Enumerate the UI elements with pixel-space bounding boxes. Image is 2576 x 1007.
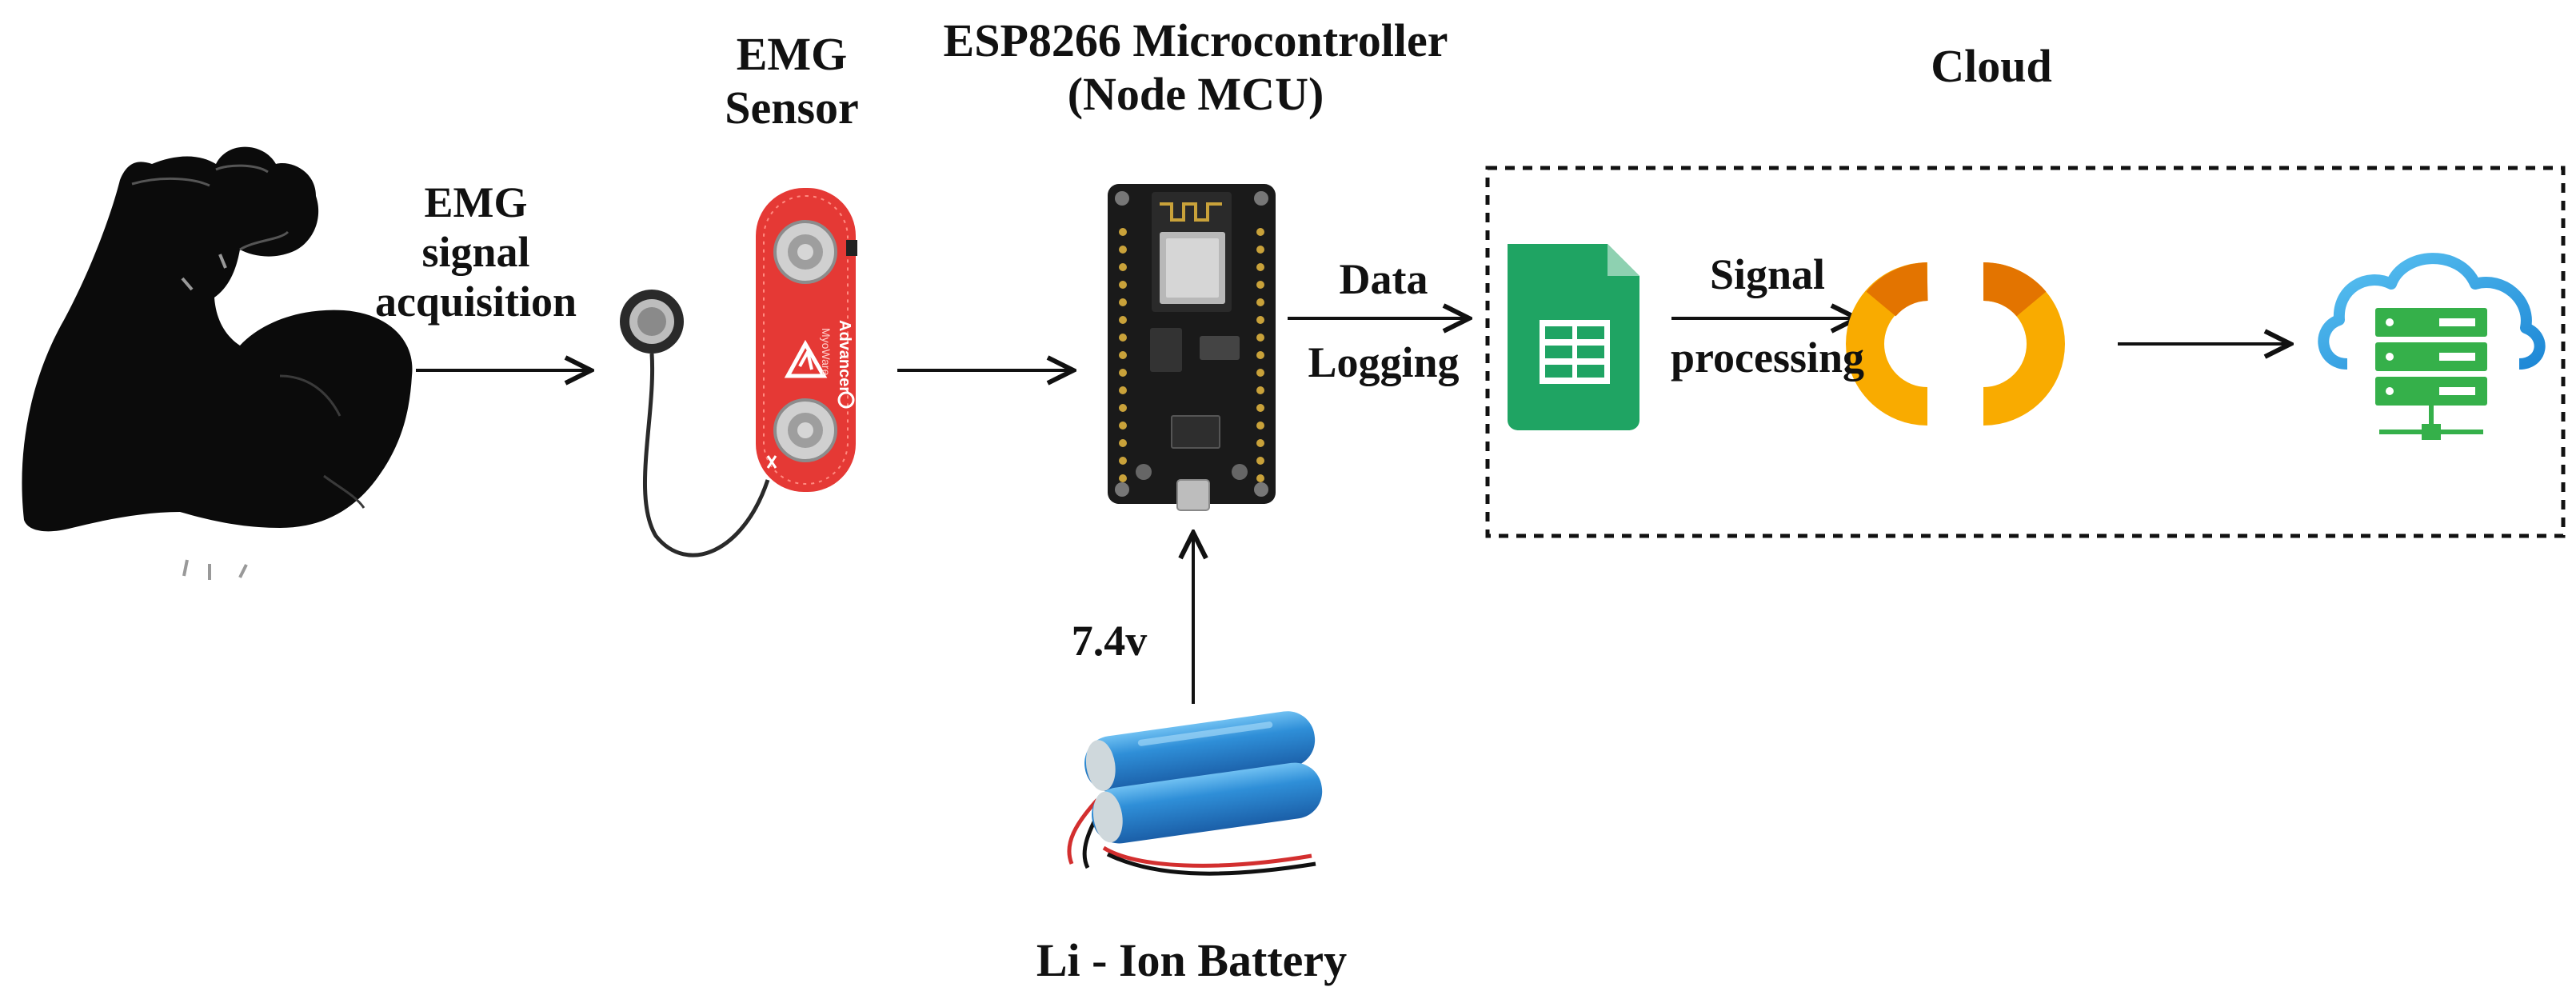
data-logging-label: Data Logging <box>1288 254 1480 387</box>
signal-processing-label-line1: Signal <box>1709 250 1826 298</box>
emg-sensor-title-line2: Sensor <box>725 81 859 134</box>
colab-icon <box>1846 262 2065 426</box>
voltage-label: 7.4v <box>1071 617 1148 665</box>
nodemcu-board-icon <box>1108 184 1276 511</box>
acquisition-label: EMG signal acquisition <box>356 178 596 326</box>
emg-sensor-title: EMG Sensor <box>704 28 880 134</box>
microcontroller-title-line2: (Node MCU) <box>1067 67 1324 120</box>
signal-processing-label: Signal processing <box>1655 250 1879 382</box>
acquisition-label-line3: acquisition <box>374 278 577 326</box>
emg-sensor-title-line1: EMG <box>736 28 848 80</box>
flexed-arm-icon <box>22 146 413 580</box>
cloud-title: Cloud <box>1931 40 2052 92</box>
li-ion-battery-icon <box>1067 711 1323 876</box>
signal-processing-label-line2: processing <box>1670 334 1865 382</box>
cloud-server-icon <box>2318 253 2546 440</box>
data-logging-label-line1: Data <box>1339 255 1428 303</box>
acquisition-label-line2: signal <box>421 228 530 277</box>
sensor-board-subtext: MyoWare <box>820 328 833 376</box>
emg-electrode-icon <box>620 290 770 557</box>
google-sheets-icon <box>1508 244 1639 430</box>
data-logging-label-line2: Logging <box>1308 338 1460 387</box>
battery-title: Li - Ion Battery <box>1036 934 1348 986</box>
emg-sensor-board-icon: Advancer MyoWare <box>756 188 857 492</box>
microcontroller-title-line1: ESP8266 Microcontroller <box>943 14 1448 66</box>
acquisition-label-line1: EMG <box>424 178 528 226</box>
microcontroller-title: ESP8266 Microcontroller (Node MCU) <box>904 14 1488 121</box>
sensor-board-text: Advancer <box>836 320 853 393</box>
